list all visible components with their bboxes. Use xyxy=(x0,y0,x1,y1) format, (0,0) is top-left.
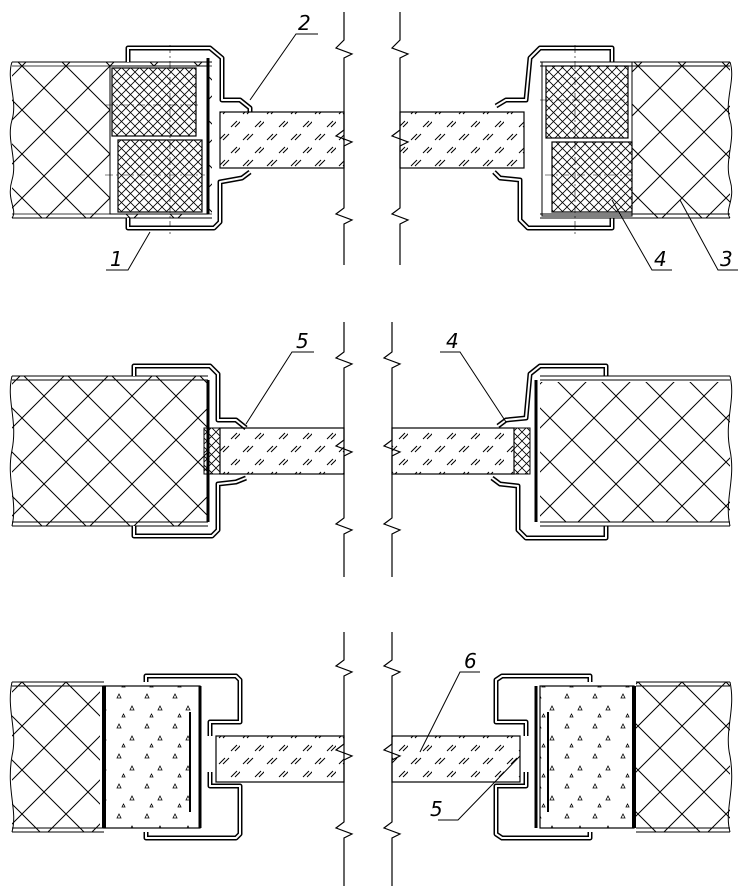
left-glass-pane xyxy=(219,111,345,169)
section-top: 2 1 4 3 xyxy=(9,11,738,271)
left-concrete-block xyxy=(102,685,201,829)
callout-6: 6 xyxy=(464,649,477,673)
right-wall-panel xyxy=(540,61,733,219)
callout-5-mid: 5 xyxy=(296,329,309,353)
leaders-top xyxy=(106,33,738,271)
callout-4-mid: 4 xyxy=(446,329,459,353)
callout-4-top: 4 xyxy=(654,247,667,271)
left-wall-panel-bottom xyxy=(9,681,104,833)
leaders-bottom xyxy=(419,671,521,821)
left-flashing xyxy=(125,45,253,231)
right-seal-mid xyxy=(513,427,531,475)
right-glass-bottom xyxy=(391,735,521,783)
callout-2: 2 xyxy=(298,11,311,35)
left-insulation-blocks xyxy=(105,45,209,235)
right-flashing-mid xyxy=(490,363,609,541)
right-wall-panel-bottom xyxy=(636,681,733,833)
right-frame-bottom xyxy=(493,673,593,841)
callout-1: 1 xyxy=(110,247,123,271)
section-bottom: 6 5 xyxy=(9,649,733,841)
right-concrete-block xyxy=(539,685,636,829)
right-glass-pane xyxy=(399,111,525,169)
left-glass-bottom xyxy=(215,735,345,783)
left-glass-mid xyxy=(219,427,345,475)
callout-3: 3 xyxy=(720,247,733,271)
right-wall-panel-mid xyxy=(540,375,733,527)
left-frame-bottom xyxy=(143,673,243,841)
left-wall-panel-mid xyxy=(9,375,208,527)
section-middle: 5 4 xyxy=(9,329,733,541)
right-glass-mid xyxy=(391,427,515,475)
right-insulation-blocks xyxy=(540,45,635,235)
callout-5-bottom: 5 xyxy=(430,797,443,821)
right-flashing xyxy=(492,45,615,231)
left-seal-mid xyxy=(203,427,221,475)
leaders-mid xyxy=(245,351,507,425)
